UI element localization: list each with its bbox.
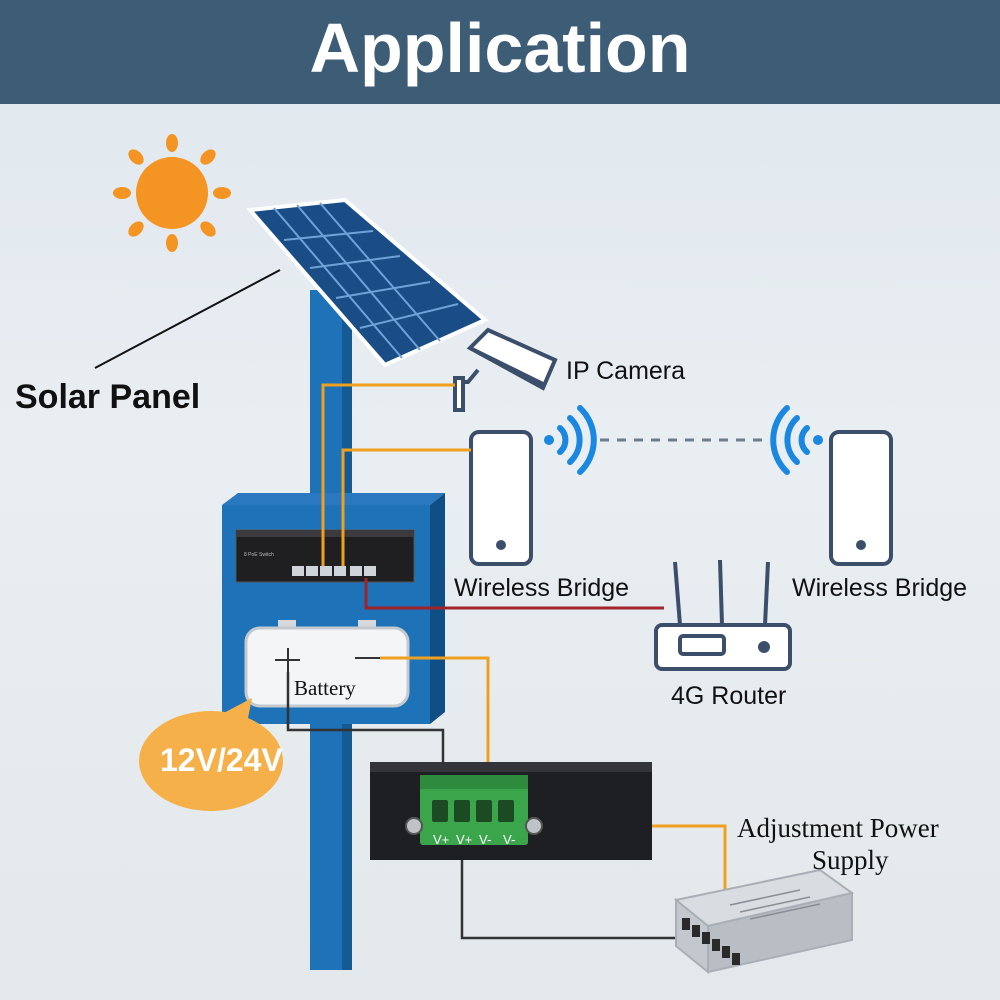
switch-label: 8 PoE Switch xyxy=(244,552,274,558)
terminal-label: V- xyxy=(503,832,516,847)
power-supply-icon xyxy=(673,868,855,975)
terminal-label: V+ xyxy=(433,832,450,847)
power-supply-label-line2: Supply xyxy=(812,845,889,875)
battery xyxy=(244,620,410,708)
voltage-label: 12V/24V xyxy=(160,742,283,778)
header-bar xyxy=(0,0,1000,104)
solar-panel-label: Solar Panel xyxy=(15,378,201,416)
solar-panel-pointer xyxy=(94,269,281,369)
page-title: Application xyxy=(309,9,691,87)
solar-panel-icon xyxy=(245,197,489,368)
voltage-bubble xyxy=(139,698,283,811)
wifi-signal-right-icon xyxy=(770,405,823,475)
wireless-bridge-left-label: Wireless Bridge xyxy=(454,574,630,602)
red-cable xyxy=(364,578,664,610)
terminal-block xyxy=(405,775,543,845)
terminal-label: V+ xyxy=(456,832,473,847)
ip-camera-icon xyxy=(453,327,558,412)
wireless-bridge-right-label: Wireless Bridge xyxy=(792,574,968,602)
battery-label: Battery xyxy=(294,676,356,700)
terminal-label: V- xyxy=(479,832,492,847)
router-label: 4G Router xyxy=(671,682,787,710)
sun-icon xyxy=(113,134,231,252)
wireless-bridge-left-icon xyxy=(469,430,533,566)
wireless-bridge-right-icon xyxy=(829,430,893,566)
wifi-signal-left-icon xyxy=(544,405,597,475)
power-supply-label-line1: Adjustment Power xyxy=(737,813,939,843)
poe-switch: 8 PoE Switch xyxy=(235,529,415,583)
router-icon xyxy=(654,559,792,671)
ip-camera-label: IP Camera xyxy=(566,357,686,385)
